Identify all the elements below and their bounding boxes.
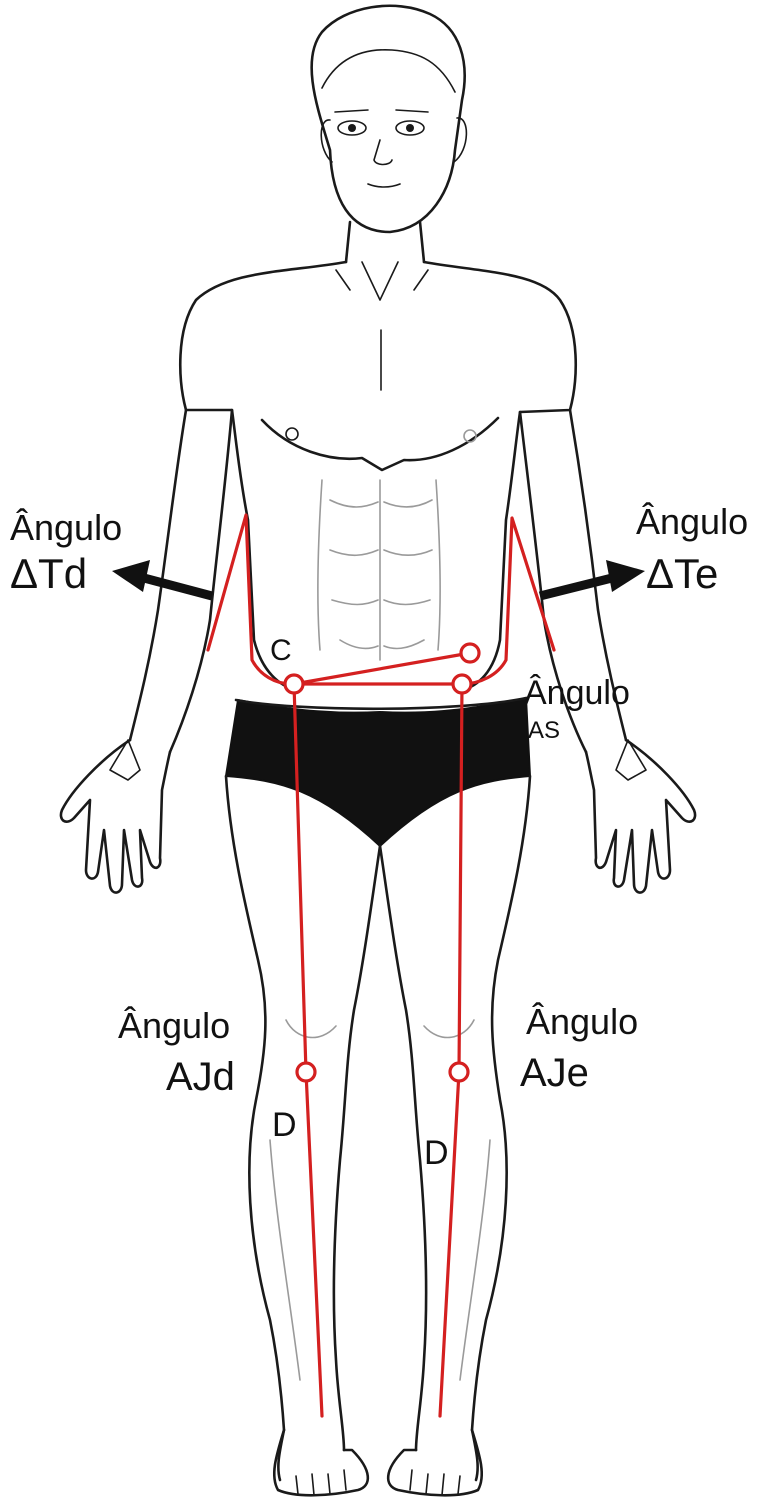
left-palm xyxy=(616,740,646,780)
marker-left-asis xyxy=(453,675,471,693)
marker-umbilicus xyxy=(461,644,479,662)
label-ajd-line2: AJd xyxy=(166,1055,235,1099)
nose xyxy=(374,140,392,165)
marker-right-knee xyxy=(297,1063,315,1081)
right-hand xyxy=(61,740,170,893)
head-outline xyxy=(312,6,465,232)
label-te-line1: Ângulo xyxy=(636,501,748,542)
label-point-c: C xyxy=(270,634,292,667)
right-palm xyxy=(110,740,140,780)
left-pupil xyxy=(406,124,414,132)
right-knee xyxy=(286,1020,336,1037)
label-as-line1: Ângulo xyxy=(524,674,630,712)
label-as-line2: AS xyxy=(528,717,560,744)
pelvis-oblique xyxy=(294,653,470,684)
arrow-right-trunk xyxy=(144,578,212,596)
label-te-line2: ΔTe xyxy=(646,550,718,597)
label-point-d-left: D xyxy=(424,1134,449,1172)
left-shin xyxy=(460,1140,490,1380)
left-toes xyxy=(410,1470,460,1495)
abdominal-muscles xyxy=(318,480,440,660)
label-ajd-line1: Ângulo xyxy=(118,1005,230,1046)
neck-muscles xyxy=(336,262,428,300)
right-toes xyxy=(296,1470,346,1495)
left-knee xyxy=(424,1020,474,1037)
neck xyxy=(346,222,424,262)
left-foot xyxy=(388,1430,482,1495)
label-aje-line1: Ângulo xyxy=(526,1001,638,1042)
hair-line xyxy=(322,50,455,92)
label-td-line1: Ângulo xyxy=(10,507,122,548)
arrow-left-trunk-head xyxy=(606,560,645,592)
arrows xyxy=(112,560,645,596)
label-td-line2: ΔTd xyxy=(10,550,87,597)
torso-outline xyxy=(180,262,575,690)
arrow-left-trunk xyxy=(540,578,612,596)
shorts xyxy=(226,698,530,846)
mouth xyxy=(368,184,400,187)
marker-left-knee xyxy=(450,1063,468,1081)
right-foot xyxy=(274,1430,368,1495)
human-figure xyxy=(61,6,695,1496)
marker-right-asis xyxy=(285,675,303,693)
label-aje-line2: AJe xyxy=(520,1051,589,1095)
label-point-d-right: D xyxy=(272,1106,297,1144)
pectoral-line xyxy=(262,418,498,470)
brows xyxy=(335,110,428,112)
arrow-right-trunk-head xyxy=(112,560,150,592)
right-pupil xyxy=(348,124,356,132)
right-leg xyxy=(226,776,380,1480)
left-hand xyxy=(586,740,695,893)
right-nipple xyxy=(286,428,298,440)
